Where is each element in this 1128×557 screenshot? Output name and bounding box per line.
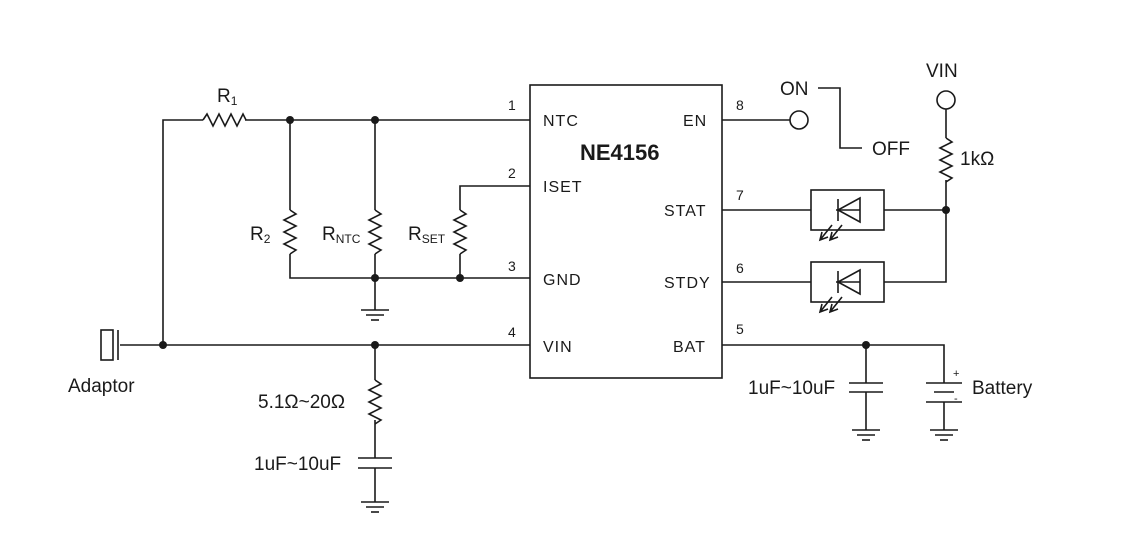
rset-wire — [459, 185, 530, 278]
ground-symbol-1 — [361, 309, 389, 321]
junction-dot — [942, 206, 950, 214]
bat-wire — [722, 344, 945, 430]
pin-label-en: EN — [683, 113, 707, 130]
ic-body — [529, 84, 723, 379]
en-switch-terminal — [789, 110, 809, 130]
r2-wire — [289, 120, 530, 279]
pin-number-4: 4 — [508, 324, 516, 340]
pin-number-7: 7 — [736, 187, 744, 203]
on-off-toggle-line — [818, 87, 862, 149]
pin-label-ntc: NTC — [543, 113, 579, 130]
battery-symbol — [926, 382, 962, 403]
pin-label-stat: STAT — [664, 203, 707, 220]
r2-label: R2 — [250, 224, 271, 246]
pin-number-3: 3 — [508, 258, 516, 274]
battery-minus-label: - — [954, 393, 958, 405]
pin-label-bat: BAT — [673, 339, 706, 356]
rset-label: RSET — [408, 224, 446, 246]
input-resistor — [367, 379, 383, 425]
pin-label-gnd: GND — [543, 272, 582, 289]
ground-symbol-3 — [852, 429, 880, 441]
junction-dot — [371, 274, 379, 282]
adaptor-label: Adaptor — [68, 376, 135, 397]
pin-label-stdy: STDY — [664, 275, 711, 292]
battery-plus-label: + — [953, 368, 959, 380]
ground-symbol-4 — [930, 429, 958, 441]
junction-dot — [456, 274, 464, 282]
battery-label: Battery — [972, 378, 1033, 399]
junction-dot — [371, 116, 379, 124]
adaptor-connector — [100, 329, 119, 361]
pin-number-5: 5 — [736, 321, 744, 337]
1k-resistor — [938, 137, 954, 183]
pin-number-6: 6 — [736, 260, 744, 276]
junction-dot — [862, 341, 870, 349]
1k-resistor-label: 1kΩ — [960, 149, 994, 170]
pin-label-iset: ISET — [543, 179, 583, 196]
input-capacitor-label: 1uF~10uF — [254, 454, 341, 475]
chip-name: NE4156 — [580, 140, 660, 165]
vin-source-label: VIN — [926, 61, 958, 82]
rset-resistor — [452, 209, 468, 255]
input-capacitor — [358, 457, 392, 469]
junction-dot — [286, 116, 294, 124]
output-capacitor — [849, 382, 883, 393]
stat-led — [810, 189, 885, 242]
ground-symbol-2 — [361, 501, 389, 513]
r2-resistor — [282, 209, 298, 255]
output-capacitor-label: 1uF~10uF — [748, 378, 835, 399]
stdy-led — [810, 261, 885, 314]
rntc-resistor — [367, 209, 383, 255]
switch-on-label: ON — [780, 79, 809, 100]
r1-label: R1 — [217, 86, 238, 108]
pin-number-2: 2 — [508, 165, 516, 181]
input-resistor-label: 5.1Ω~20Ω — [258, 392, 345, 413]
rntc-label: RNTC — [322, 224, 361, 246]
pin-number-1: 1 — [508, 97, 516, 113]
switch-off-label: OFF — [872, 139, 910, 160]
pin-number-8: 8 — [736, 97, 744, 113]
vin-pullup-wire — [884, 109, 947, 283]
r1-resistor — [202, 112, 247, 128]
pin-label-vin: VIN — [543, 339, 573, 356]
vin-source-terminal — [936, 90, 956, 110]
